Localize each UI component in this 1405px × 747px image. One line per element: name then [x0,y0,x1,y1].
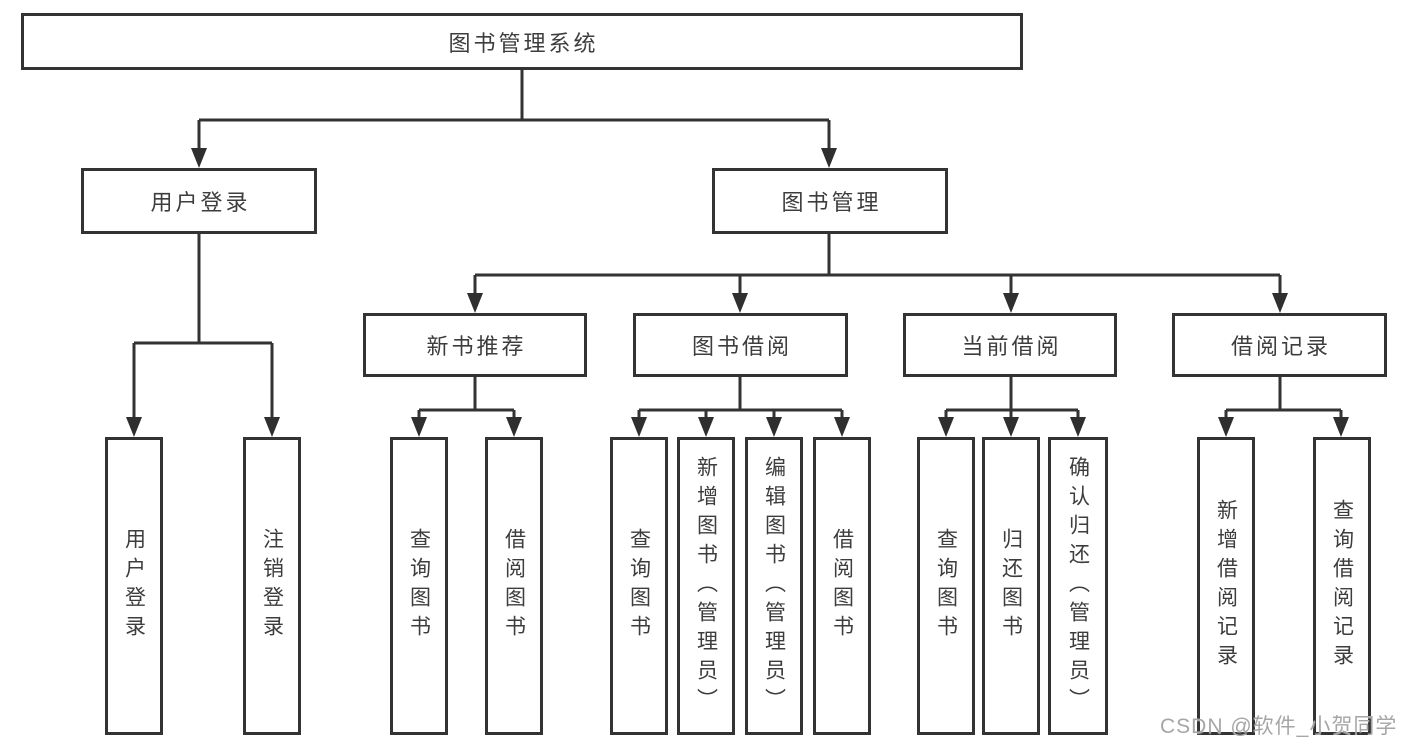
leaf-user-login: 用户登录 [105,437,163,735]
leaf-borrow-books: 借阅图书 [813,437,871,735]
node-book-borrow-label: 图书借阅 [691,334,792,359]
leaf-query-books-recommend-label: 查询图书 [407,528,431,644]
node-library-system-label: 图书管理系统 [448,30,599,56]
leaf-add-borrow-record-label: 新增借阅记录 [1214,499,1238,673]
leaf-query-borrow-record: 查询借阅记录 [1313,437,1371,735]
node-borrow-records: 借阅记录 [1172,313,1387,377]
node-borrow-records-label: 借阅记录 [1230,334,1331,359]
leaf-return-books: 归还图书 [982,437,1040,735]
node-current-borrow: 当前借阅 [903,313,1117,377]
leaf-query-books-recommend: 查询图书 [390,437,448,735]
leaf-borrow-books-recommend-label: 借阅图书 [502,528,526,644]
leaf-query-borrow-record-label: 查询借阅记录 [1330,499,1354,673]
leaf-query-books-current-label: 查询图书 [934,528,958,644]
leaf-borrow-books-label: 借阅图书 [830,528,854,644]
leaf-query-books-borrow-label: 查询图书 [627,528,651,644]
leaf-return-books-label: 归还图书 [999,528,1023,644]
connector-current-borrow-children [944,377,1080,419]
connector-borrow-records-children [1224,377,1343,419]
leaf-add-borrow-record: 新增借阅记录 [1197,437,1255,735]
connector-book-management-children [473,234,1282,295]
node-user-login-label: 用户登录 [150,190,251,215]
leaf-query-books-borrow: 查询图书 [610,437,668,735]
node-new-book-recommend: 新书推荐 [363,313,587,377]
leaf-user-login-label: 用户登录 [122,528,146,644]
leaf-confirm-return-admin-label: 确认归还（管理员） [1066,455,1090,717]
node-current-borrow-label: 当前借阅 [961,334,1062,359]
node-library-system: 图书管理系统 [21,13,1023,70]
node-new-book-recommend-label: 新书推荐 [426,334,527,359]
leaf-logout-login: 注销登录 [243,437,301,735]
node-user-login: 用户登录 [81,168,317,234]
leaf-borrow-books-recommend: 借阅图书 [485,437,543,735]
leaf-add-book-admin: 新增图书（管理员） [677,437,735,735]
leaf-logout-login-label: 注销登录 [260,528,284,644]
node-book-management-label: 图书管理 [781,190,882,215]
leaf-edit-book-admin: 编辑图书（管理员） [745,437,803,735]
leaf-query-books-current: 查询图书 [917,437,975,735]
connector-new-book-children [417,377,516,419]
leaf-confirm-return-admin: 确认归还（管理员） [1048,437,1108,735]
connector-user-login-children [132,234,274,419]
csdn-watermark: CSDN @软件_小贺同学 [1160,715,1398,738]
node-book-borrow: 图书借阅 [633,313,848,377]
connector-book-borrow-children [637,377,844,419]
node-book-management: 图书管理 [712,168,948,234]
connector-root-to-level2 [197,70,831,150]
leaf-add-book-admin-label: 新增图书（管理员） [694,455,718,717]
leaf-edit-book-admin-label: 编辑图书（管理员） [762,455,786,717]
